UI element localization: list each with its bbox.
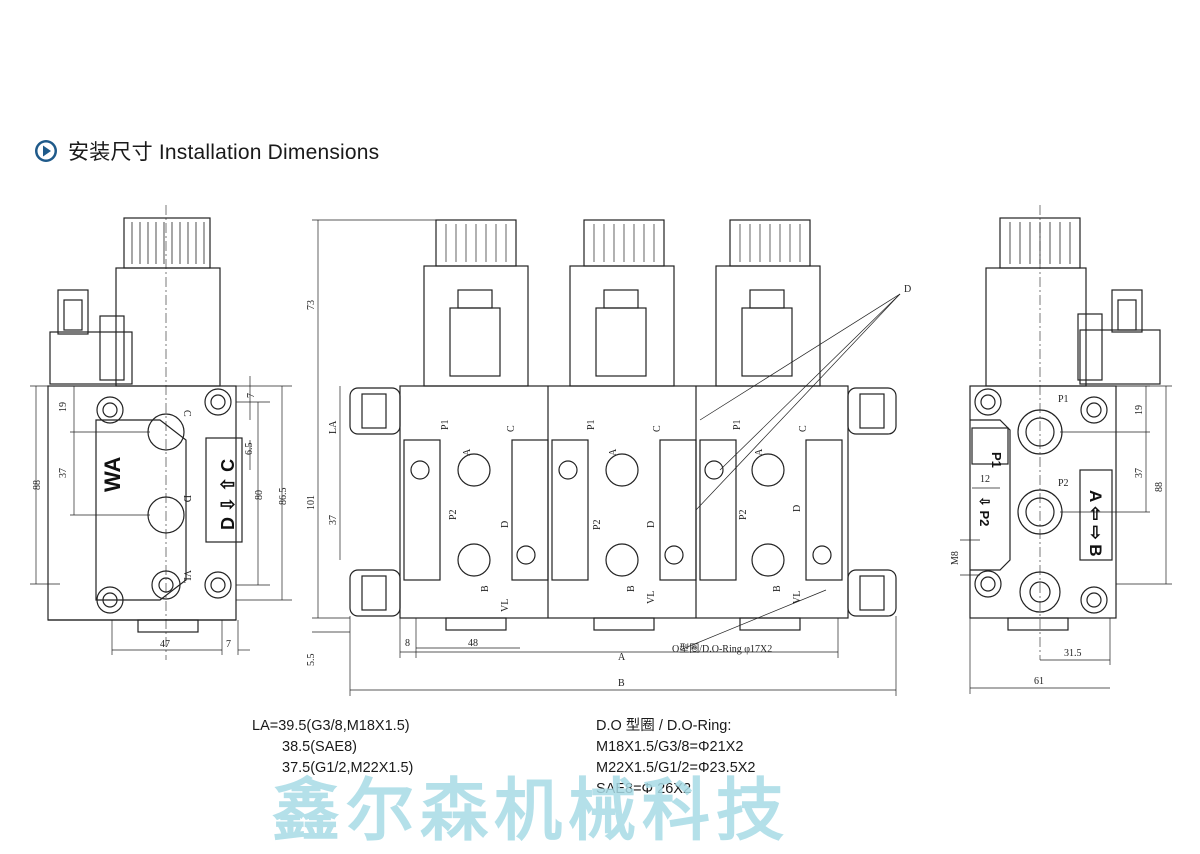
svg-text:37: 37: [1134, 468, 1145, 478]
watermark-text: 鑫尔森机械科技: [272, 772, 791, 851]
svg-text:P2: P2: [738, 509, 749, 520]
svg-text:P1: P1: [732, 419, 743, 430]
svg-text:7: 7: [246, 393, 257, 398]
svg-text:37: 37: [58, 468, 69, 478]
svg-text:48: 48: [468, 638, 478, 649]
section-title: 安装尺寸 Installation Dimensions: [68, 141, 380, 164]
installation-drawing: 88 19 37 47 7 80 86.5 6.5 7 C D VL WA D …: [30, 205, 1172, 696]
svg-text:D ⇩ ⇧ C: D ⇩ ⇧ C: [218, 459, 238, 530]
svg-text:D: D: [500, 521, 511, 528]
svg-text:P1: P1: [586, 419, 597, 430]
svg-text:A ⇦ ⇨ B: A ⇦ ⇨ B: [1086, 490, 1105, 557]
o-ring-note-line-3: M22X1.5/G1/2=Φ23.5X2: [596, 760, 756, 776]
front-view: 73 LA 101 37 5.5 8 48 A B D O型圈/D.O-Ring…: [306, 219, 911, 696]
o-ring-notes: D.O 型圈 / D.O-Ring: M18X1.5/G3/8=Φ21X2 M2…: [596, 716, 756, 800]
svg-text:19: 19: [58, 402, 69, 412]
svg-text:VL: VL: [181, 570, 192, 583]
svg-text:O型圈/D.O-Ring φ17X2: O型圈/D.O-Ring φ17X2: [672, 642, 772, 655]
svg-text:D: D: [904, 284, 911, 295]
section-header: 安装尺寸 Installation Dimensions: [34, 136, 379, 166]
svg-text:P2: P2: [592, 519, 603, 530]
right-side-view: 19 37 88 12 M8 31.5 61 P1 P2 P1 ⇩ P2 A ⇦…: [950, 205, 1172, 694]
svg-text:WA: WA: [100, 456, 125, 492]
svg-text:P1: P1: [989, 452, 1004, 468]
svg-text:A: A: [754, 448, 765, 456]
svg-text:P1: P1: [1058, 394, 1069, 405]
svg-text:61: 61: [1034, 676, 1044, 687]
svg-text:31.5: 31.5: [1064, 648, 1082, 659]
o-ring-note-line-2: M18X1.5/G3/8=Φ21X2: [596, 739, 744, 755]
svg-text:A: A: [462, 448, 473, 456]
svg-text:D: D: [646, 521, 657, 528]
svg-text:12: 12: [980, 474, 990, 485]
svg-text:8: 8: [405, 638, 410, 649]
svg-text:B: B: [626, 585, 637, 592]
svg-text:VL: VL: [646, 591, 657, 604]
svg-text:P2: P2: [448, 509, 459, 520]
svg-text:6.5: 6.5: [244, 443, 255, 456]
svg-text:M8: M8: [950, 551, 961, 565]
svg-text:C: C: [181, 410, 192, 417]
svg-text:C: C: [798, 425, 809, 432]
svg-text:B: B: [480, 585, 491, 592]
svg-text:C: C: [506, 425, 517, 432]
svg-text:D: D: [792, 505, 803, 512]
svg-text:B: B: [618, 678, 625, 689]
svg-text:⇩ P2: ⇩ P2: [977, 496, 992, 526]
svg-text:37: 37: [328, 515, 339, 525]
svg-text:101: 101: [306, 495, 317, 510]
svg-text:A: A: [618, 652, 626, 663]
svg-text:80: 80: [254, 490, 265, 500]
o-ring-note-line-4: SAE8=Φ 26X2: [596, 781, 692, 797]
svg-text:LA: LA: [328, 420, 339, 434]
la-note-line-3: 37.5(G1/2,M22X1.5): [282, 760, 414, 776]
svg-text:19: 19: [1134, 405, 1145, 415]
svg-text:P2: P2: [1058, 478, 1069, 489]
svg-text:B: B: [772, 585, 783, 592]
svg-text:88: 88: [32, 480, 43, 490]
svg-text:47: 47: [160, 639, 170, 650]
svg-text:5.5: 5.5: [306, 654, 317, 667]
o-ring-note-line-1: D.O 型圈 / D.O-Ring:: [596, 718, 732, 734]
la-notes: LA=39.5(G3/8,M18X1.5) 38.5(SAE8) 37.5(G1…: [252, 716, 413, 779]
svg-text:7: 7: [226, 639, 231, 650]
svg-text:D: D: [181, 495, 192, 502]
svg-text:VL: VL: [500, 599, 511, 612]
left-side-view: 88 19 37 47 7 80 86.5 6.5 7 C D VL WA D …: [30, 205, 292, 660]
svg-text:86.5: 86.5: [278, 488, 289, 506]
svg-text:73: 73: [306, 300, 317, 310]
play-circle-icon: [35, 140, 57, 162]
la-note-line-1: LA=39.5(G3/8,M18X1.5): [252, 718, 410, 734]
svg-text:C: C: [652, 425, 663, 432]
svg-text:A: A: [608, 448, 619, 456]
svg-text:88: 88: [1154, 482, 1165, 492]
la-note-line-2: 38.5(SAE8): [282, 739, 357, 755]
svg-text:P1: P1: [440, 419, 451, 430]
svg-text:VL: VL: [792, 591, 803, 604]
